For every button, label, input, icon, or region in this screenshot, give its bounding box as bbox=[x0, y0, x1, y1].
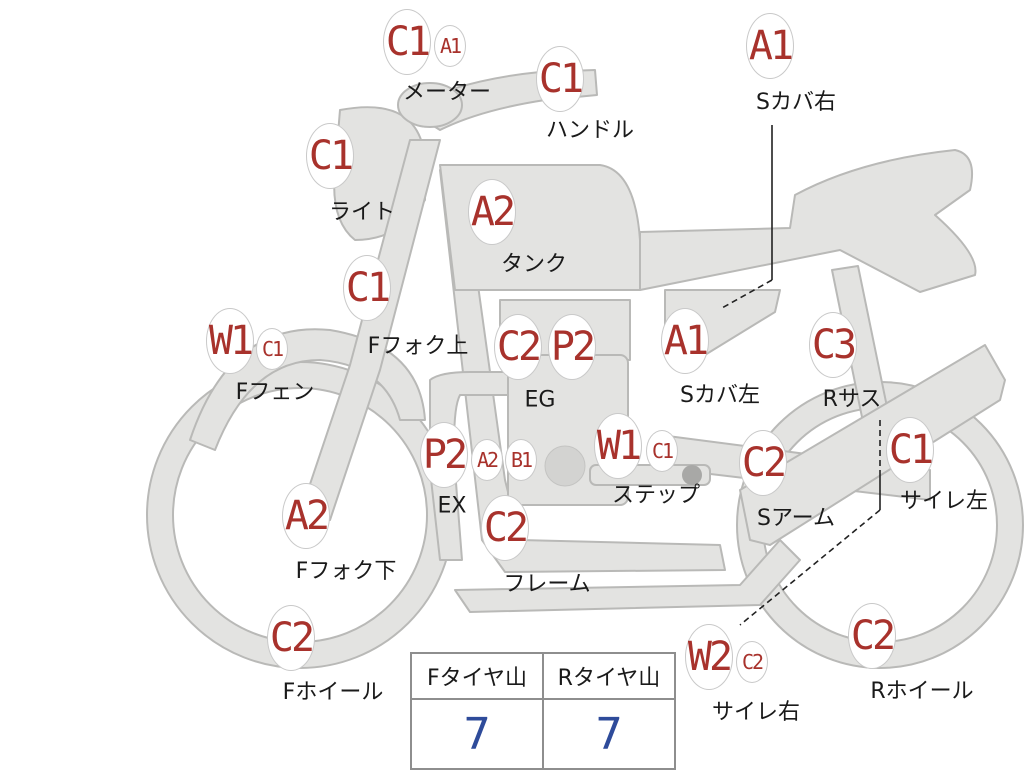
meter-grade-badge: C1 bbox=[383, 9, 431, 75]
front-fender-label: Fフェン bbox=[235, 380, 315, 405]
front-fender-grade-badge: W1 bbox=[206, 308, 254, 374]
tank-label: タンク bbox=[500, 252, 568, 277]
side-cover-right-grade-badge: A1 bbox=[746, 13, 794, 79]
fork-lower-label: Fフォク下 bbox=[295, 559, 397, 584]
muffler-shape bbox=[739, 344, 1006, 546]
front-fender-grade-badge-2: C1 bbox=[256, 328, 288, 370]
front-wheel-label: Fホイール bbox=[282, 680, 384, 705]
engine-grade-badge: C2 bbox=[494, 314, 542, 380]
tyre-tread-table: Fタイヤ山 Rタイヤ山 7 7 bbox=[410, 652, 676, 770]
rear-tyre-header: Rタイヤ山 bbox=[542, 652, 676, 700]
rear-suspension-grade-badge: C3 bbox=[809, 312, 857, 378]
exhaust-label: EX bbox=[437, 493, 467, 519]
rear-wheel-label: Rホイール bbox=[870, 679, 974, 704]
exhaust-grade-badge: P2 bbox=[420, 422, 468, 488]
muffler-right-label: サイレ右 bbox=[711, 700, 801, 725]
frame-label: フレーム bbox=[503, 572, 591, 597]
light-grade-badge: C1 bbox=[306, 123, 354, 189]
handle-grade-badge: C1 bbox=[536, 46, 584, 112]
tank-grade-badge: A2 bbox=[468, 179, 516, 245]
step-grade-badge: W1 bbox=[594, 413, 642, 479]
front-tyre-value: 7 bbox=[410, 698, 544, 770]
exhaust-grade-badge-3: B1 bbox=[505, 439, 537, 481]
front-tyre-header: Fタイヤ山 bbox=[410, 652, 544, 700]
exhaust-grade-badge-2: A2 bbox=[471, 439, 503, 481]
rear-tyre-value: 7 bbox=[542, 698, 676, 770]
handle-label: ハンドル bbox=[545, 118, 635, 143]
muffler-left-grade-badge: C1 bbox=[886, 417, 934, 483]
side-cover-left-label: Sカバ左 bbox=[680, 383, 760, 408]
engine-cover-shape bbox=[544, 445, 586, 487]
step-peg-shape bbox=[682, 465, 702, 485]
step-grade-badge-2: C1 bbox=[646, 430, 678, 472]
engine-grade-badge-2: P2 bbox=[548, 314, 596, 380]
swing-arm-grade-badge: C2 bbox=[739, 430, 787, 496]
frame-lower-shape bbox=[454, 539, 801, 613]
light-label: ライト bbox=[328, 200, 396, 225]
fork-upper-label: Fフォク上 bbox=[367, 334, 469, 359]
step-label: ステップ bbox=[611, 483, 701, 508]
meter-label: メーター bbox=[402, 80, 492, 105]
fork-lower-grade-badge: A2 bbox=[282, 483, 330, 549]
fork-upper-grade-badge: C1 bbox=[343, 255, 391, 321]
rear-suspension-label: Rサス bbox=[822, 387, 882, 412]
engine-label: EG bbox=[524, 387, 556, 413]
seat-tail-shape bbox=[639, 149, 977, 293]
swing-arm-label: Sアーム bbox=[757, 506, 835, 531]
front-fork-shape bbox=[297, 139, 441, 521]
rear-wheel-grade-badge: C2 bbox=[848, 603, 896, 669]
side-cover-right-label: Sカバ右 bbox=[756, 90, 836, 115]
meter-grade-badge-2: A1 bbox=[434, 25, 466, 67]
muffler-left-label: サイレ左 bbox=[899, 489, 989, 514]
muffler-right-grade-badge: W2 bbox=[685, 624, 733, 690]
front-wheel-grade-badge: C2 bbox=[267, 605, 315, 671]
side-cover-left-grade-badge: A1 bbox=[661, 308, 709, 374]
muffler-right-grade-badge-2: C2 bbox=[736, 641, 768, 683]
meter-shape bbox=[397, 82, 463, 128]
frame-grade-badge: C2 bbox=[481, 495, 529, 561]
leader-muffler-right-dashed bbox=[739, 509, 881, 626]
